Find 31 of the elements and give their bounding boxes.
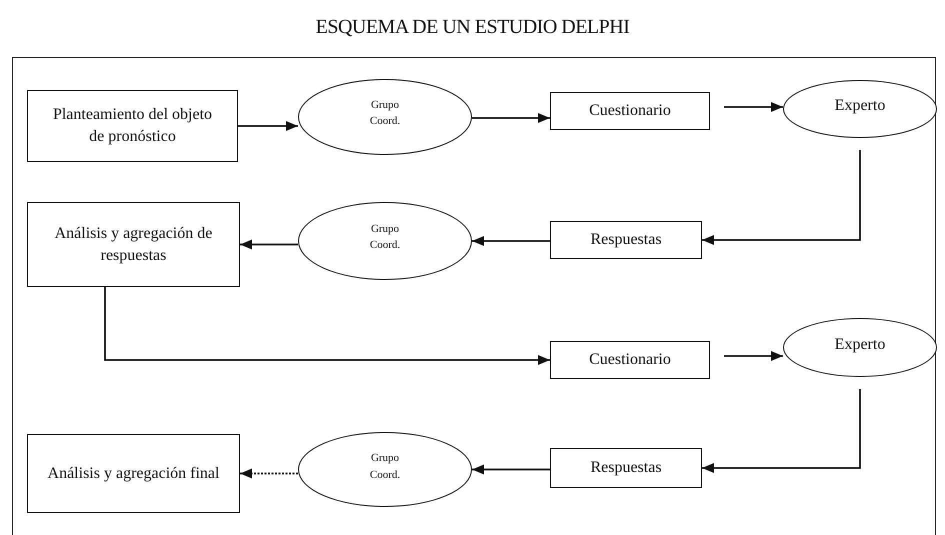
node-label: Cuestionario bbox=[588, 350, 672, 370]
arrow bbox=[238, 121, 298, 131]
arrow bbox=[472, 464, 550, 474]
node-label: Análisis y agregación final bbox=[46, 464, 220, 484]
arrow bbox=[724, 351, 783, 361]
process-box bbox=[27, 90, 238, 162]
arrow bbox=[472, 236, 550, 246]
node-label: Planteamiento del objeto de pronóstico bbox=[52, 105, 214, 147]
diagram-title: ESQUEMA DE UN ESTUDIO DELPHI bbox=[314, 16, 630, 39]
node-label: Cuestionario bbox=[588, 101, 672, 122]
process-box bbox=[550, 221, 702, 259]
node-label: Experto bbox=[834, 334, 886, 355]
process-box bbox=[550, 92, 710, 130]
node-label: Grupo Coord. bbox=[368, 98, 402, 129]
arrow bbox=[240, 468, 298, 478]
process-box bbox=[27, 202, 240, 287]
process-box bbox=[550, 341, 710, 379]
process-box bbox=[550, 448, 702, 488]
node-label: Grupo Coord. bbox=[368, 451, 402, 482]
node-label: Experto bbox=[834, 96, 886, 116]
arrow bbox=[724, 102, 783, 112]
arrow bbox=[240, 240, 298, 250]
arrow bbox=[702, 389, 861, 473]
process-box bbox=[27, 434, 240, 513]
node-label: Grupo Coord. bbox=[368, 222, 402, 253]
node-label: Respuestas bbox=[589, 230, 663, 250]
node-label: Análisis y agregación de respuestas bbox=[54, 224, 214, 266]
arrow bbox=[104, 287, 550, 365]
node-label: Respuestas bbox=[589, 458, 663, 478]
arrow bbox=[472, 113, 550, 123]
arrow bbox=[702, 150, 861, 245]
